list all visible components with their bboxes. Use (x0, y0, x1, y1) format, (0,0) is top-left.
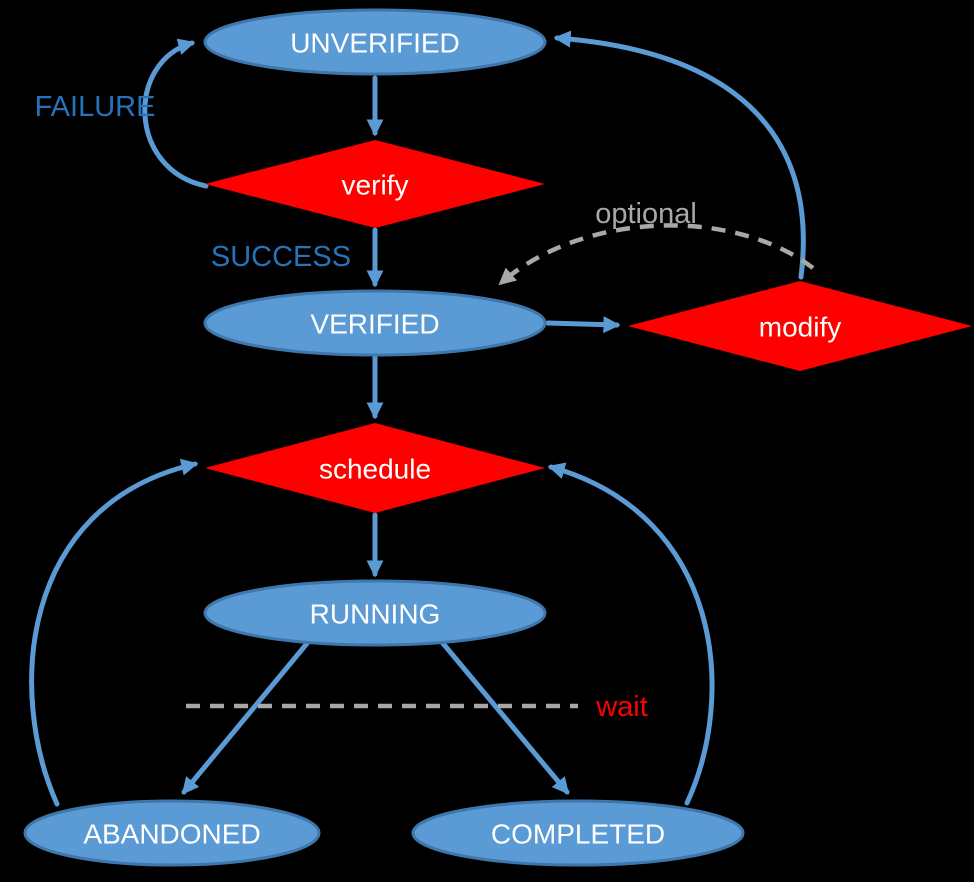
state-verified: VERIFIED (203, 289, 547, 357)
action-verify-label: verify (342, 170, 409, 201)
state-verified-shape (203, 289, 547, 357)
action-schedule: schedule (205, 423, 545, 513)
state-running-label: RUNNING (310, 599, 441, 630)
action-modify: modify (628, 281, 972, 371)
arrow-abandoned-to-schedule (29, 458, 199, 807)
arrow-modify-to-unverified (553, 30, 806, 280)
state-abandoned: ABANDONED (23, 799, 321, 867)
state-completed-shape (411, 799, 745, 867)
arrow-verified-to-modify (545, 316, 621, 334)
arrow-running-to-completed (438, 638, 570, 795)
arrow-verify-to-unverified-failure-loop (142, 38, 209, 189)
state-abandoned-label: ABANDONED (83, 819, 260, 850)
state-abandoned-shape (23, 799, 321, 867)
action-schedule-shape (205, 423, 545, 513)
arrow-running-to-abandoned (181, 638, 312, 795)
state-unverified-label: UNVERIFIED (290, 28, 460, 59)
action-schedule-label: schedule (319, 454, 431, 485)
edge-label-success: SUCCESS (211, 241, 351, 273)
state-unverified-shape (203, 8, 547, 76)
action-verify-shape (205, 140, 545, 228)
edge-label-optional: optional (595, 198, 697, 230)
state-completed-label: COMPLETED (491, 819, 665, 850)
state-verified-label: VERIFIED (310, 309, 439, 340)
arrow-modify-to-verified-optional (498, 223, 815, 286)
state-running-shape (203, 579, 547, 647)
state-running: RUNNING (203, 579, 547, 647)
action-verify: verify (205, 140, 545, 228)
state-unverified: UNVERIFIED (203, 8, 547, 76)
action-modify-label: modify (759, 312, 841, 343)
edge-label-failure: FAILURE (35, 91, 156, 123)
arrow-completed-to-schedule (547, 462, 715, 806)
state-completed: COMPLETED (411, 799, 745, 867)
edge-label-wait: wait (595, 691, 648, 723)
action-modify-shape (628, 281, 972, 371)
